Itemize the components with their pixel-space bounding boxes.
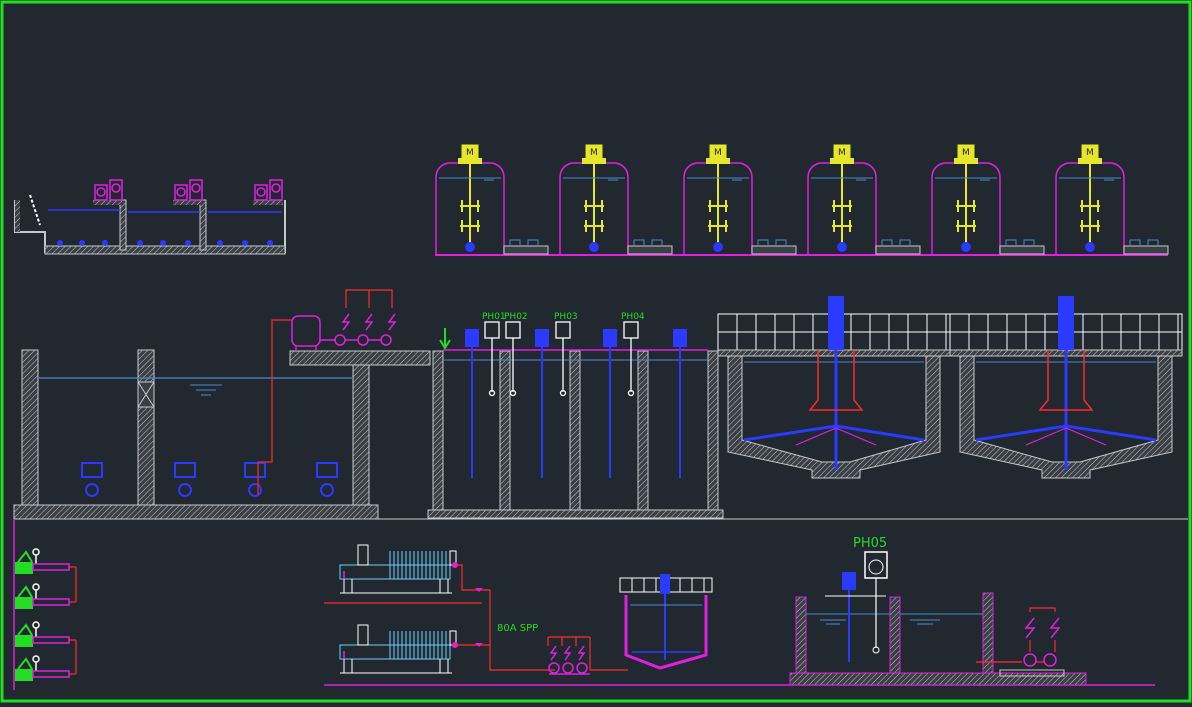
mixing-tank-5: M (931, 144, 1045, 255)
motor-label: M (590, 148, 598, 158)
label-ph04: PH04 (621, 312, 645, 322)
dosing-skid-2 (15, 583, 76, 609)
ph-probes (484, 321, 639, 397)
motor-label: M (962, 148, 970, 158)
dosing-skid-1 (15, 548, 76, 574)
label-ph02: PH02 (504, 312, 528, 322)
screen-channel-group (14, 179, 286, 255)
label-pump-spec: 80A SPP (497, 623, 538, 634)
submersible-pumps (81, 462, 338, 497)
dosing-pump-skids (13, 519, 77, 690)
motor-label: M (714, 148, 722, 158)
label-ph05: PH05 (853, 536, 887, 551)
label-ph03: PH03 (554, 312, 578, 322)
motor-label: M (1086, 148, 1094, 158)
equalization-basin (13, 289, 431, 520)
sludge-thickener (619, 574, 713, 670)
clarifier-1 (717, 296, 951, 479)
dosing-skid-3 (15, 621, 76, 647)
mixing-tank-6: M (1055, 144, 1169, 255)
mixing-tank-3: M (683, 144, 797, 255)
dosing-tank (291, 313, 397, 351)
mixing-tank-4: M (807, 144, 921, 255)
dosing-skid-4 (15, 655, 76, 681)
motor-label: M (838, 148, 846, 158)
mixing-tank-2: M (559, 144, 673, 255)
mixing-tank-1: M (435, 144, 549, 255)
reaction-mixers (465, 329, 687, 478)
motor-label: M (466, 148, 474, 158)
filter-presses: 80A SPP (324, 544, 1155, 686)
sludge-pumps (548, 645, 590, 675)
clarifier-2 (949, 296, 1183, 479)
label-ph01: PH01 (482, 312, 506, 322)
reaction-tanks: PH01 PH02 PH03 PH04 (427, 312, 724, 519)
aerator-row (57, 240, 273, 246)
blower-group (94, 179, 283, 201)
clarifiers (717, 296, 1183, 479)
final-ph-tank: PH05 (789, 536, 1087, 686)
